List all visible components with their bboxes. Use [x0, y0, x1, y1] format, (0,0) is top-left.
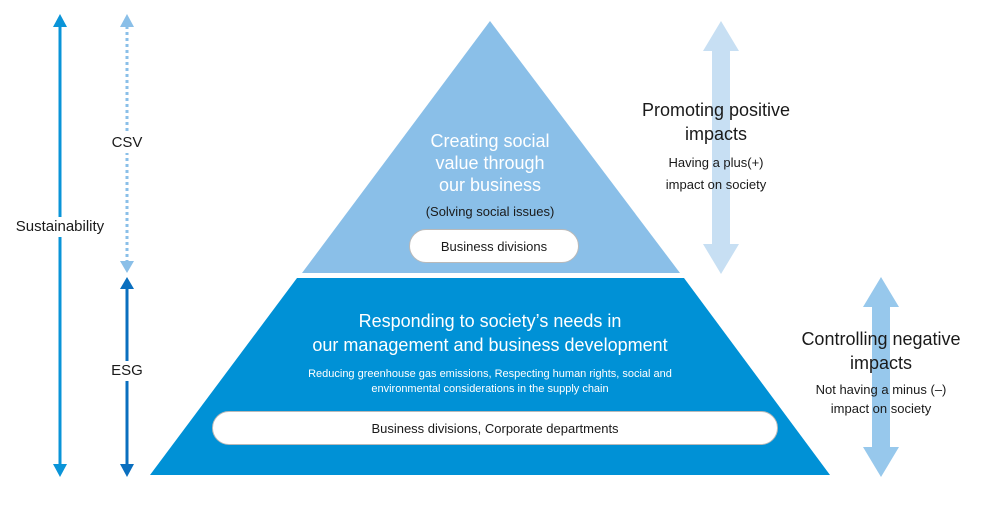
positive-title-line: Promoting positive	[641, 100, 791, 120]
lower-title-line: Responding to society’s needs in	[358, 311, 622, 331]
csv-label: CSV	[108, 133, 146, 153]
positive-impacts-title: Promoting positive impacts	[616, 98, 816, 146]
positive-impact-arrow	[703, 21, 739, 274]
sustainability-arrow	[53, 14, 67, 477]
negative-sub-line: impact on society	[830, 401, 932, 416]
upper-pill-business-divisions: Business divisions	[409, 229, 579, 263]
sustainability-label: Sustainability	[4, 217, 116, 237]
positive-sub-line: impact on society	[665, 177, 767, 192]
positive-sub-line: Having a plus(+)	[668, 155, 764, 170]
negative-title-line: impacts	[849, 353, 912, 373]
negative-title-line: Controlling negative	[801, 329, 961, 349]
upper-tier-title: Creating social value through our busine…	[390, 130, 590, 196]
upper-tier-subtitle: (Solving social issues)	[425, 204, 555, 219]
esg-label: ESG	[106, 361, 148, 381]
negative-impacts-subtitle: Not having a minus (–) impact on society	[771, 380, 981, 418]
lower-detail-line: Reducing greenhouse gas emissions, Respe…	[308, 368, 672, 380]
lower-pill-business-corporate: Business divisions, Corporate department…	[212, 411, 778, 445]
lower-detail-line: environmental considerations in the supp…	[371, 383, 609, 395]
csv-arrow	[120, 14, 134, 273]
pyramid-upper-tier	[302, 21, 680, 273]
positive-title-line: impacts	[684, 124, 747, 144]
lower-tier-detail: Reducing greenhouse gas emissions, Respe…	[240, 367, 740, 397]
upper-title-line: value through	[435, 153, 545, 173]
lower-tier-title: Responding to society’s needs in our man…	[240, 309, 740, 357]
upper-title-line: Creating social	[430, 131, 550, 151]
negative-sub-line: Not having a minus (–)	[815, 382, 947, 397]
lower-title-line: our management and business development	[312, 335, 668, 355]
upper-title-line: our business	[438, 175, 542, 195]
negative-impacts-title: Controlling negative impacts	[771, 327, 981, 375]
positive-impacts-subtitle: Having a plus(+) impact on society	[616, 152, 816, 196]
negative-impact-arrow	[863, 277, 899, 477]
